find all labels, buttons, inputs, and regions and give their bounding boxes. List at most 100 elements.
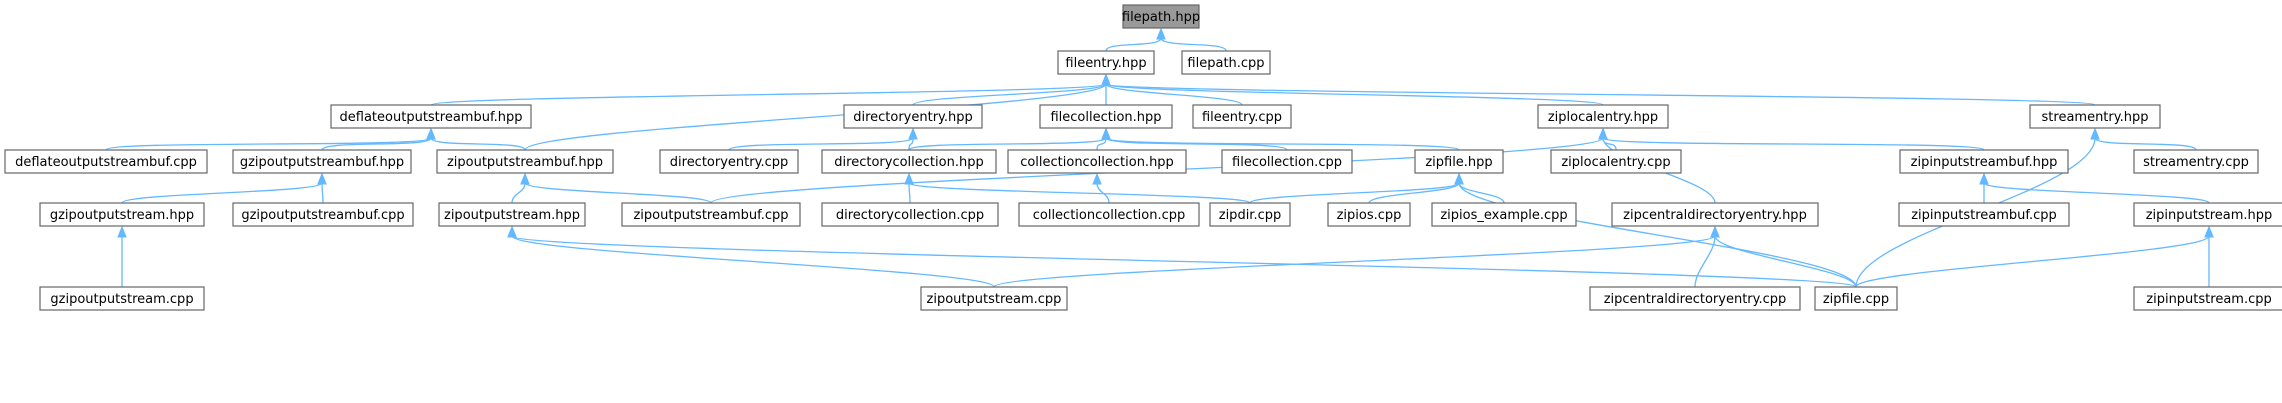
node-fileentry-cpp[interactable]: fileentry.cpp <box>1192 104 1292 129</box>
edge-fileentry_hpp-to-deflate_hpp <box>430 73 1111 106</box>
node-label: fileentry.hpp <box>1065 56 1146 71</box>
edge-zipcde_hpp-to-zipout_cpp <box>993 225 1720 288</box>
node-box <box>438 202 586 227</box>
node-zipcde-cpp[interactable]: zipcentraldirectoryentry.cpp <box>1589 286 1801 311</box>
node-zipin-cpp[interactable]: zipinputstream.cpp <box>2133 286 2282 311</box>
node-zipios-ex-cpp[interactable]: zipios_example.cpp <box>1431 202 1577 227</box>
node-box <box>1611 202 1819 227</box>
edge-gzipout_hpp-to-gzipout_cpp <box>117 225 127 287</box>
edge-dircoll_hpp-to-zipdir_cpp <box>904 172 1251 204</box>
node-box <box>821 202 999 227</box>
edge-deflate_hpp-to-gzipbuf_hpp <box>321 127 436 151</box>
node-label: ziplocalentry.hpp <box>1548 110 1658 125</box>
node-collcoll-hpp[interactable]: collectioncollection.hpp <box>1007 149 1187 174</box>
edge-zipLocal_hpp-to-zipinbuf_hpp <box>1598 127 1985 151</box>
node-label: ziplocalentry.cpp <box>1561 155 1670 170</box>
node-filepath-cpp[interactable]: filepath.cpp <box>1181 50 1271 75</box>
node-zipcde-hpp[interactable]: zipcentraldirectoryentry.hpp <box>1611 202 1819 227</box>
edge-gzipbuf_hpp-to-gzipbuf_cpp <box>317 172 327 204</box>
node-streamentry-hpp[interactable]: streamentry.hpp <box>2029 104 2161 129</box>
edge-filecoll_hpp-to-filecoll_cpp <box>1101 127 1288 151</box>
node-ziplocal-cpp[interactable]: ziplocalentry.cpp <box>1550 149 1682 174</box>
edge-zipin_hpp-to-zipin_cpp <box>2204 225 2214 288</box>
edge-filepath_hpp-to-fileentry_hpp <box>1105 27 1166 52</box>
node-label: zipinputstream.hpp <box>2146 208 2273 223</box>
node-box <box>1221 149 1353 174</box>
node-zipout-cpp[interactable]: zipoutputstream.cpp <box>920 286 1068 311</box>
node-zipout-hpp[interactable]: zipoutputstream.hpp <box>438 202 586 227</box>
node-label: zipfile.hpp <box>1425 155 1492 170</box>
edge-fileentry_hpp-to-streamentry_hpp <box>1101 73 2096 106</box>
node-box <box>1209 202 1291 227</box>
edge-zipout_hpp-to-zipfile_cpp <box>507 225 1857 288</box>
node-gzipbuf-cpp[interactable]: gzipoutputstreambuf.cpp <box>232 202 414 227</box>
nodes-layer: filepath.hpp fileentry.hpp filepath.cpp def… <box>4 4 2282 311</box>
node-zipfile-cpp[interactable]: zipfile.cpp <box>1814 286 1898 311</box>
node-direntry-hpp[interactable]: directoryentry.hpp <box>843 104 983 129</box>
node-box <box>39 286 205 311</box>
node-box <box>1122 4 1200 29</box>
node-label: filepath.hpp <box>1122 10 1200 25</box>
node-zipin-hpp[interactable]: zipinputstream.hpp <box>2133 202 2282 227</box>
node-label: filepath.cpp <box>1187 56 1264 71</box>
edge-filecoll_hpp-to-dircoll_hpp <box>908 127 1111 151</box>
edge-zipin_hpp-to-zipfile_cpp <box>1855 225 2214 288</box>
node-label: gzipoutputstream.hpp <box>50 208 194 223</box>
node-label: zipoutputstream.cpp <box>927 292 1062 307</box>
node-filecoll-hpp[interactable]: filecollection.hpp <box>1039 104 1173 129</box>
node-box <box>1018 202 1200 227</box>
edge-fileentry_hpp-to-zipoutbuf_hpp <box>524 73 1111 151</box>
node-box <box>1327 202 1411 227</box>
node-label: zipoutputstream.hpp <box>444 208 580 223</box>
node-label: zipinputstreambuf.cpp <box>1911 208 2057 223</box>
node-box <box>330 104 532 129</box>
node-direntry-cpp[interactable]: directoryentry.cpp <box>659 149 799 174</box>
node-zipdir-cpp[interactable]: zipdir.cpp <box>1209 202 1291 227</box>
node-box <box>1181 50 1271 75</box>
node-streamentry-cpp[interactable]: streamentry.cpp <box>2133 149 2259 174</box>
node-box <box>659 149 799 174</box>
node-box <box>1589 286 1801 311</box>
node-box <box>232 149 412 174</box>
node-box <box>1039 104 1173 129</box>
node-zipLocal-hpp[interactable]: ziplocalentry.hpp <box>1537 104 1669 129</box>
edge-deflate_hpp-to-zipoutbuf_hpp <box>426 127 526 151</box>
edge-gzipbuf_hpp-to-gzipout_hpp <box>121 172 327 204</box>
node-label: zipdir.cpp <box>1219 208 1282 223</box>
node-zipios-cpp[interactable]: zipios.cpp <box>1327 202 1411 227</box>
edge-direntry_hpp-to-dircoll_hpp <box>908 127 918 151</box>
edge-streamentry_hpp-to-streamentry_cpp <box>2090 127 2197 151</box>
node-box <box>1431 202 1577 227</box>
node-deflate-cpp[interactable]: deflateoutputstreambuf.cpp <box>4 149 208 174</box>
node-gzipout-cpp[interactable]: gzipoutputstream.cpp <box>39 286 205 311</box>
edge-zipcde_hpp-to-zipfile_cpp <box>1710 225 1857 288</box>
node-label: directorycollection.cpp <box>836 208 984 223</box>
node-label: gzipoutputstreambuf.cpp <box>241 208 404 223</box>
node-zipinbuf-hpp[interactable]: zipinputstreambuf.hpp <box>1899 149 2069 174</box>
node-label: directoryentry.cpp <box>670 155 788 170</box>
node-zipinbuf-cpp[interactable]: zipinputstreambuf.cpp <box>1898 202 2070 227</box>
edge-zipfile_hpp-to-zipios_cpp <box>1368 172 1464 204</box>
node-label: streamentry.cpp <box>2143 155 2249 170</box>
node-gzipout-hpp[interactable]: gzipoutputstream.hpp <box>39 202 205 227</box>
node-zipoutbuf-hpp[interactable]: zipoutputstreambuf.hpp <box>436 149 614 174</box>
node-dircoll-hpp[interactable]: directorycollection.hpp <box>821 149 997 174</box>
node-label: filecollection.hpp <box>1050 110 1161 125</box>
node-dircoll-cpp[interactable]: directorycollection.cpp <box>821 202 999 227</box>
node-collcoll-cpp[interactable]: collectioncollection.cpp <box>1018 202 1200 227</box>
node-deflate-hpp[interactable]: deflateoutputstreambuf.hpp <box>330 104 532 129</box>
node-box <box>1899 149 2069 174</box>
node-gzipbuf-hpp[interactable]: gzipoutputstreambuf.hpp <box>232 149 412 174</box>
node-label: zipios_example.cpp <box>1440 208 1567 223</box>
node-box <box>232 202 414 227</box>
node-box <box>2133 286 2282 311</box>
node-filecoll-cpp[interactable]: filecollection.cpp <box>1221 149 1353 174</box>
node-label: zipfile.cpp <box>1823 292 1889 307</box>
edge-zipoutbuf_hpp-to-zipoutbuf_cpp <box>520 172 712 204</box>
node-label: zipios.cpp <box>1337 208 1402 223</box>
node-zipoutbuf-cpp[interactable]: zipoutputstreambuf.cpp <box>621 202 801 227</box>
edge-zipfile_hpp-to-zipfile_cpp <box>1454 172 1857 288</box>
node-fileentry-hpp[interactable]: fileentry.hpp <box>1057 50 1155 75</box>
node-zipfile-hpp[interactable]: zipfile.hpp <box>1414 149 1504 174</box>
node-label: collectioncollection.hpp <box>1020 155 1174 170</box>
